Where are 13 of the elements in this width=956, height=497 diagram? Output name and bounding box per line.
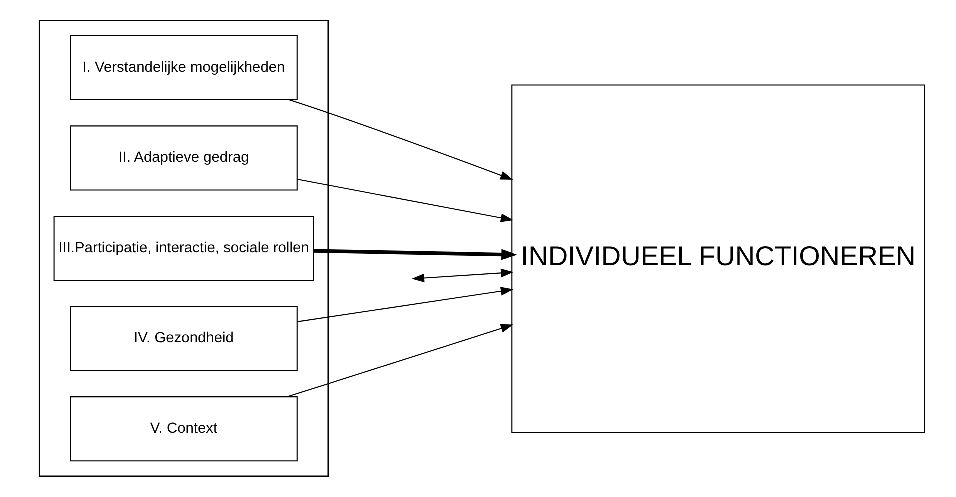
node-box: III.Participatie, interactie, sociale rollen [54, 216, 314, 282]
node-box: V. Context [70, 396, 298, 462]
arrow [287, 324, 514, 398]
cluster [38, 20, 329, 477]
node-box: INDIVIDUEEL FUNCTIONEREN [512, 84, 926, 434]
node-box: I. Verstandelijke mogelijkheden [70, 35, 298, 100]
node-box: IV. Gezondheid [70, 306, 298, 372]
arrow [298, 287, 514, 322]
node-box: II. Adaptieve gedrag [70, 126, 298, 191]
arrow [298, 179, 514, 222]
arrow [289, 100, 514, 180]
arrow [314, 249, 518, 260]
arrow [412, 268, 514, 283]
